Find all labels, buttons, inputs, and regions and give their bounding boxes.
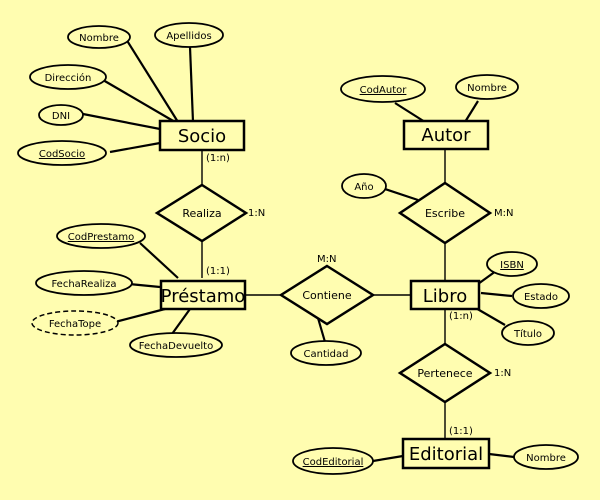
link-autor-nombre xyxy=(464,100,479,123)
link-prestamo-fechadevuelto xyxy=(171,308,191,335)
attribute-libro-isbn-label: ISBN xyxy=(500,260,524,271)
attribute-contiene-cantidad[interactable]: Cantidad xyxy=(290,340,362,366)
relationship-realiza-label: Realiza xyxy=(182,207,221,220)
relationship-realiza[interactable]: Realiza xyxy=(154,183,249,243)
attribute-libro-estado[interactable]: Estado xyxy=(512,283,570,309)
entity-editorial[interactable]: Editorial xyxy=(401,437,491,470)
attribute-socio-direccion[interactable]: Dirección xyxy=(29,64,107,90)
entity-autor[interactable]: Autor xyxy=(402,119,490,151)
card-contiene-type: M:N xyxy=(317,254,336,265)
link-socio-codsocio xyxy=(109,141,161,154)
attribute-prestamo-codprestamo-label: CodPrestamo xyxy=(68,232,134,243)
attribute-socio-codsocio-label: CodSocio xyxy=(39,149,85,160)
relationship-pertenece[interactable]: Pertenece xyxy=(397,342,493,404)
attribute-prestamo-fechatope-label: FechaTope xyxy=(49,319,101,330)
attribute-autor-nombre[interactable]: Nombre xyxy=(455,74,519,100)
link-prestamo-fechatope xyxy=(114,307,166,324)
attribute-editorial-codeditorial[interactable]: CodEditorial xyxy=(292,447,374,475)
attribute-editorial-nombre[interactable]: Nombre xyxy=(513,444,579,470)
attribute-socio-nombre-label: Nombre xyxy=(79,33,119,44)
link-libro-estado xyxy=(480,291,513,298)
attribute-socio-dni-label: DNI xyxy=(52,111,70,122)
attribute-libro-titulo-label: Título xyxy=(513,328,542,340)
entity-socio[interactable]: Socio xyxy=(158,119,246,152)
attribute-socio-dni[interactable]: DNI xyxy=(38,104,84,126)
attribute-prestamo-fechadevuelto[interactable]: FechaDevuelto xyxy=(129,332,223,358)
attribute-socio-apellidos-label: Apellidos xyxy=(166,31,211,42)
attribute-libro-titulo[interactable]: Título xyxy=(501,320,555,346)
attribute-prestamo-fecharealiza[interactable]: FechaRealiza xyxy=(35,270,133,296)
card-realiza-prestamo: (1:1) xyxy=(206,266,230,277)
attribute-editorial-codeditorial-label: CodEditorial xyxy=(303,457,364,468)
attribute-escribe-ano-label: Año xyxy=(354,182,373,193)
link-socio-nombre xyxy=(125,38,179,123)
cardinality-labels: (1:n) 1:N (1:1) M:N M:N (1:n) 1:N (1:1) xyxy=(206,153,513,437)
attribute-socio-nombre[interactable]: Nombre xyxy=(67,25,131,49)
attribute-autor-nombre-label: Nombre xyxy=(467,83,507,94)
attribute-contiene-cantidad-label: Cantidad xyxy=(304,349,349,360)
relationship-pertenece-label: Pertenece xyxy=(417,367,472,380)
entity-prestamo-label: Préstamo xyxy=(161,286,246,307)
card-realiza-type: 1:N xyxy=(248,208,265,219)
relationship-contiene[interactable]: Contiene xyxy=(278,264,376,326)
entity-libro-label: Libro xyxy=(423,286,467,307)
attribute-editorial-nombre-label: Nombre xyxy=(526,453,566,464)
attribute-autor-codautor[interactable]: CodAutor xyxy=(340,75,426,103)
relationship-escribe-label: Escribe xyxy=(425,207,465,220)
attribute-libro-estado-label: Estado xyxy=(524,292,558,303)
link-editorial-codeditorial xyxy=(372,454,404,463)
attribute-socio-codsocio[interactable]: CodSocio xyxy=(17,140,107,166)
card-libro-pertenece: (1:n) xyxy=(449,311,473,322)
card-socio-realiza: (1:n) xyxy=(206,153,230,164)
card-pertenece-type: 1:N xyxy=(494,368,511,379)
attribute-prestamo-fecharealiza-label: FechaRealiza xyxy=(51,279,116,290)
attribute-escribe-ano[interactable]: Año xyxy=(341,173,387,199)
attribute-socio-direccion-label: Dirección xyxy=(45,72,92,84)
connector-lines xyxy=(82,38,515,463)
link-autor-codautor xyxy=(394,102,426,123)
entity-prestamo[interactable]: Préstamo xyxy=(159,279,247,311)
entity-editorial-label: Editorial xyxy=(409,444,483,465)
attribute-prestamo-fechatope[interactable]: FechaTope xyxy=(31,310,119,336)
entity-libro[interactable]: Libro xyxy=(409,279,481,311)
entity-socio-label: Socio xyxy=(178,126,226,147)
link-socio-dni xyxy=(82,112,161,131)
attribute-libro-isbn[interactable]: ISBN xyxy=(486,251,538,277)
attribute-autor-codautor-label: CodAutor xyxy=(360,85,408,96)
link-socio-apellidos xyxy=(188,46,195,123)
relationship-contiene-label: Contiene xyxy=(302,289,351,302)
card-pertenece-editorial: (1:1) xyxy=(449,426,473,437)
link-libro-isbn xyxy=(477,270,497,285)
link-socio-direccion xyxy=(102,79,176,123)
relationship-escribe[interactable]: Escribe xyxy=(397,181,493,245)
attribute-prestamo-fechadevuelto-label: FechaDevuelto xyxy=(139,341,213,352)
attribute-prestamo-codprestamo[interactable]: CodPrestamo xyxy=(56,223,146,249)
link-editorial-nombre xyxy=(488,452,515,459)
link-contiene-cantidad xyxy=(316,317,327,343)
link-prestamo-codprestamo xyxy=(139,242,179,279)
link-prestamo-fecharealiza xyxy=(128,282,161,289)
entity-autor-label: Autor xyxy=(421,125,471,146)
card-escribe-type: M:N xyxy=(494,208,513,219)
attribute-socio-apellidos[interactable]: Apellidos xyxy=(154,22,224,48)
